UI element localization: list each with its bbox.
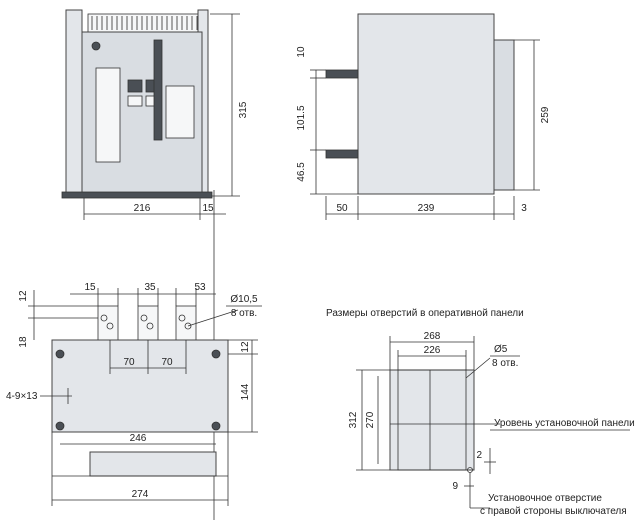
bottom-view: 15 35 53 12 18 Ø10,5 8 отв. 70 70 12 144… — [6, 282, 262, 506]
bottom-top-spacing-3: 53 — [194, 282, 206, 293]
side-low-label: 46.5 — [296, 162, 307, 182]
side-height-label: 259 — [540, 106, 551, 123]
front-logo-mark — [91, 41, 101, 51]
front-width-label: 216 — [134, 203, 151, 214]
front-indicator-1 — [127, 79, 143, 93]
bottom-left-mid-label: 18 — [18, 336, 29, 348]
bottom-top-spacing-1: 15 — [84, 282, 96, 293]
side-mid-label: 101.5 — [296, 105, 307, 130]
side-depth-label: 239 — [418, 203, 435, 214]
side-rear-panel — [493, 39, 515, 191]
bottom-inner-1-label: 70 — [123, 357, 135, 368]
cutout-mount-hole-line1: Установочное отверстие — [488, 493, 602, 504]
front-handle — [153, 39, 163, 141]
side-busbar-top — [325, 69, 359, 79]
bottom-terminal-3 — [175, 305, 197, 341]
front-window-left — [95, 67, 121, 163]
bottom-inner-2-label: 70 — [161, 357, 173, 368]
bottom-terminal-1 — [97, 305, 119, 341]
bottom-terminal-2 — [137, 305, 159, 341]
front-offset-label: 15 — [202, 203, 214, 214]
front-button-1 — [127, 95, 143, 107]
bottom-hole-diameter: Ø10,5 — [230, 294, 258, 305]
bottom-slot-label: 4-9×13 — [6, 391, 38, 402]
cutout-hole-count: 8 отв. — [492, 358, 518, 369]
cutout-bottom-small-label: 9 — [452, 481, 458, 492]
cutout-mount-hole-line2: с правой стороны выключателя — [480, 506, 627, 517]
cutout-title: Размеры отверстий в оперативной панели — [326, 308, 524, 319]
bottom-hole-count: 8 отв. — [231, 308, 257, 319]
cutout-right-small-label: 2 — [476, 450, 482, 461]
cutout-mount-level-label: Уровень установочной панели — [494, 418, 635, 429]
cutout-hole-leader — [465, 357, 491, 379]
bottom-hole-tr — [211, 349, 221, 359]
cutout-outer-width-label: 268 — [424, 331, 441, 342]
front-base — [61, 191, 213, 199]
bottom-plate — [51, 339, 229, 433]
bottom-left-top-label: 12 — [18, 290, 29, 302]
bottom-right-top-label: 12 — [240, 341, 251, 353]
side-busbar-bottom — [325, 149, 359, 159]
front-view: 315 216 15 — [61, 9, 249, 520]
bottom-lower-block — [89, 451, 217, 477]
bottom-outer-width-label: 274 — [132, 489, 149, 500]
cutout-inner-width-label: 226 — [424, 345, 441, 356]
bottom-hole-leader — [187, 309, 239, 327]
cutout-outer-height-label: 312 — [348, 411, 359, 428]
cutout-outer — [389, 369, 475, 471]
panel-cutout: Размеры отверстий в оперативной панели 2… — [326, 308, 635, 517]
cutout-inner-height-label: 270 — [365, 411, 376, 428]
bottom-right-height-label: 144 — [240, 383, 251, 400]
bottom-inner-width-label: 246 — [130, 433, 147, 444]
side-body — [357, 13, 495, 195]
bottom-top-spacing-2: 35 — [144, 282, 156, 293]
front-height-label: 315 — [238, 101, 249, 118]
cutout-inner — [397, 369, 467, 471]
side-left-label: 50 — [336, 203, 348, 214]
bottom-hole-bl — [55, 421, 65, 431]
front-window-right — [165, 85, 195, 139]
cutout-hole-diameter: Ø5 — [494, 344, 508, 355]
bottom-hole-br — [211, 421, 221, 431]
side-view: 10 101.5 46.5 259 50 239 3 — [296, 13, 551, 220]
side-right-label: 3 — [521, 203, 527, 214]
side-top-label: 10 — [296, 46, 307, 58]
bottom-hole-tl — [55, 349, 65, 359]
front-left-frame — [65, 9, 83, 197]
